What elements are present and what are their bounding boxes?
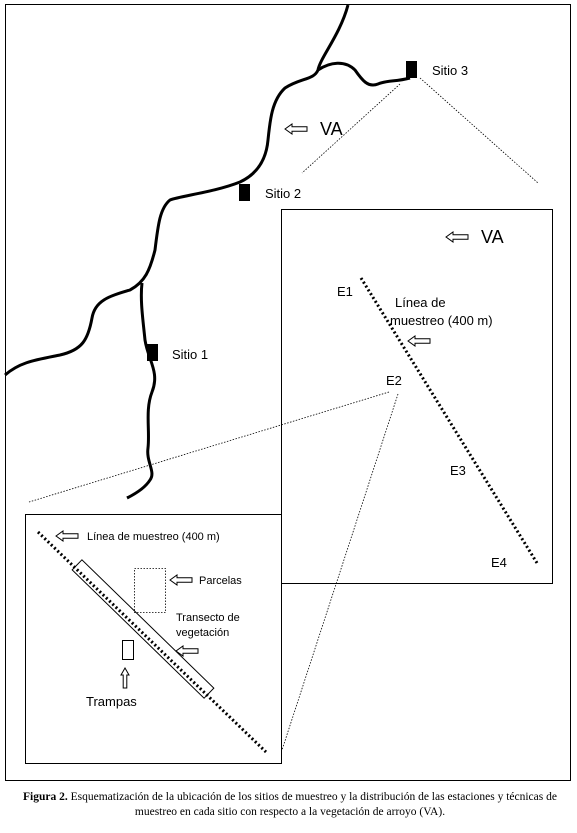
stream-right-branch: [317, 61, 411, 87]
station-inset-box: [25, 514, 282, 764]
stream-line: [4, 4, 350, 377]
site-inset-box: [281, 209, 553, 584]
zoom-line-site3-left: [301, 83, 401, 174]
site-3-marker: [406, 61, 417, 78]
figure-frame: [5, 4, 571, 781]
figure-caption: Figura 2. Esquematización de la ubicació…: [20, 790, 560, 820]
site-1-label: Sitio 1: [172, 347, 208, 362]
caption-prefix: Figura 2.: [23, 791, 68, 803]
station-line-label: Línea de muestreo (400 m): [87, 531, 220, 543]
transect-label-2: vegetación: [176, 627, 229, 639]
map-va-label: VA: [320, 119, 343, 139]
station-e4-label: E4: [491, 555, 507, 570]
site-1-marker: [147, 344, 158, 361]
traps-label: Trampas: [86, 694, 137, 709]
vegetation-transect: [71, 559, 215, 699]
site-2-label: Sitio 2: [265, 186, 301, 201]
trap-box: [122, 640, 134, 660]
inset-va-label: VA: [481, 227, 504, 247]
map-left-arrow-icon: [284, 123, 308, 135]
transect-label-1: Transecto de: [176, 612, 240, 624]
caption-text: Esquematización de la ubicación de los s…: [70, 791, 557, 818]
zoom-line-e2-right: [281, 393, 399, 751]
site-3-label: Sitio 3: [432, 63, 468, 78]
site-line-label-2: muestreo (400 m): [390, 313, 493, 328]
plots-label: Parcelas: [199, 575, 242, 587]
site-sampling-line: [359, 277, 539, 564]
zoom-line-site3-right: [419, 77, 539, 184]
plots-box: [134, 568, 166, 613]
trap-up-arrow-icon: [120, 666, 130, 689]
station-sampling-line: [36, 530, 268, 754]
stream-tributary: [126, 282, 157, 500]
site-2-marker: [239, 184, 250, 201]
station-e2-label: E2: [386, 373, 402, 388]
site-line-label-1: Línea de: [395, 295, 446, 310]
station-e3-label: E3: [450, 463, 466, 478]
station-e1-label: E1: [337, 284, 353, 299]
